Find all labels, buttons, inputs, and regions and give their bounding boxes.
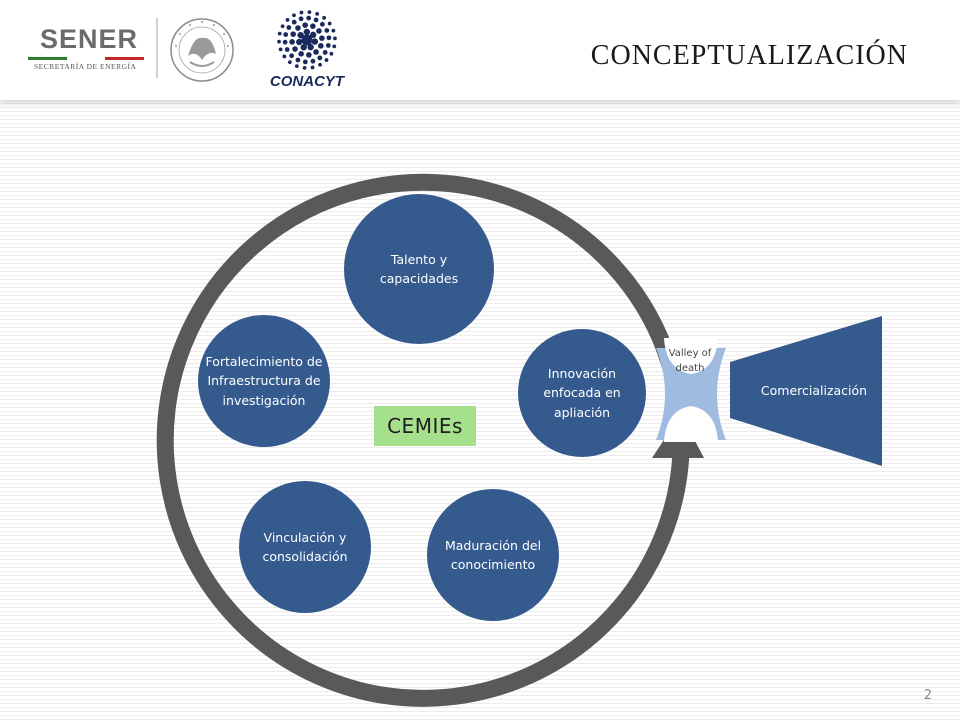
node-vinculacion-label: Vinculación y consolidación bbox=[262, 529, 348, 564]
cycle-arrow-track bbox=[156, 173, 690, 707]
sener-stripes bbox=[28, 57, 145, 60]
cemies-label: CEMIEs bbox=[374, 406, 476, 446]
node-maduracion bbox=[427, 489, 559, 621]
node-maduracion-label: Maduración del conocimiento bbox=[444, 537, 542, 572]
conacyt-logo: CONACYT bbox=[262, 10, 352, 92]
node-fortalecimiento-label: Fortalecimiento de Infraestructura de in… bbox=[205, 353, 323, 408]
node-innovacion-label: Innovación enfocada en apliación bbox=[543, 365, 621, 420]
commercialization-label: Comercialización bbox=[760, 383, 868, 399]
valley-of-death-mask-bottom bbox=[664, 406, 718, 442]
valley-of-death-label: Valley of death bbox=[668, 348, 712, 374]
page-title: CONCEPTUALIZACIÓN bbox=[591, 40, 908, 72]
sener-wordmark: SENER bbox=[40, 24, 139, 54]
page-number: 2 bbox=[923, 688, 932, 703]
title-rest: ONCEPTUALIZACIÓN bbox=[610, 40, 908, 71]
node-talento-label: Talento y capacidades bbox=[379, 251, 459, 286]
sener-logo: SENER SECRETARÍA DE ENERGÍA bbox=[28, 22, 150, 78]
logo-divider bbox=[156, 18, 158, 78]
sener-subtitle: SECRETARÍA DE ENERGÍA bbox=[34, 62, 137, 71]
valley-of-death-mask bbox=[664, 338, 718, 374]
conacyt-dots-icon bbox=[277, 10, 337, 70]
node-innovacion bbox=[518, 329, 646, 457]
node-fortalecimiento bbox=[198, 315, 330, 447]
title-initial: C bbox=[590, 40, 611, 71]
conacyt-wordmark: CONACYT bbox=[269, 73, 345, 90]
mexico-seal-icon bbox=[170, 18, 234, 82]
node-talento bbox=[344, 194, 494, 344]
node-vinculacion bbox=[239, 481, 371, 613]
commercialization-shape bbox=[730, 316, 882, 466]
header-bar: SENER SECRETARÍA DE ENERGÍA CONACYT CONC… bbox=[0, 0, 960, 100]
